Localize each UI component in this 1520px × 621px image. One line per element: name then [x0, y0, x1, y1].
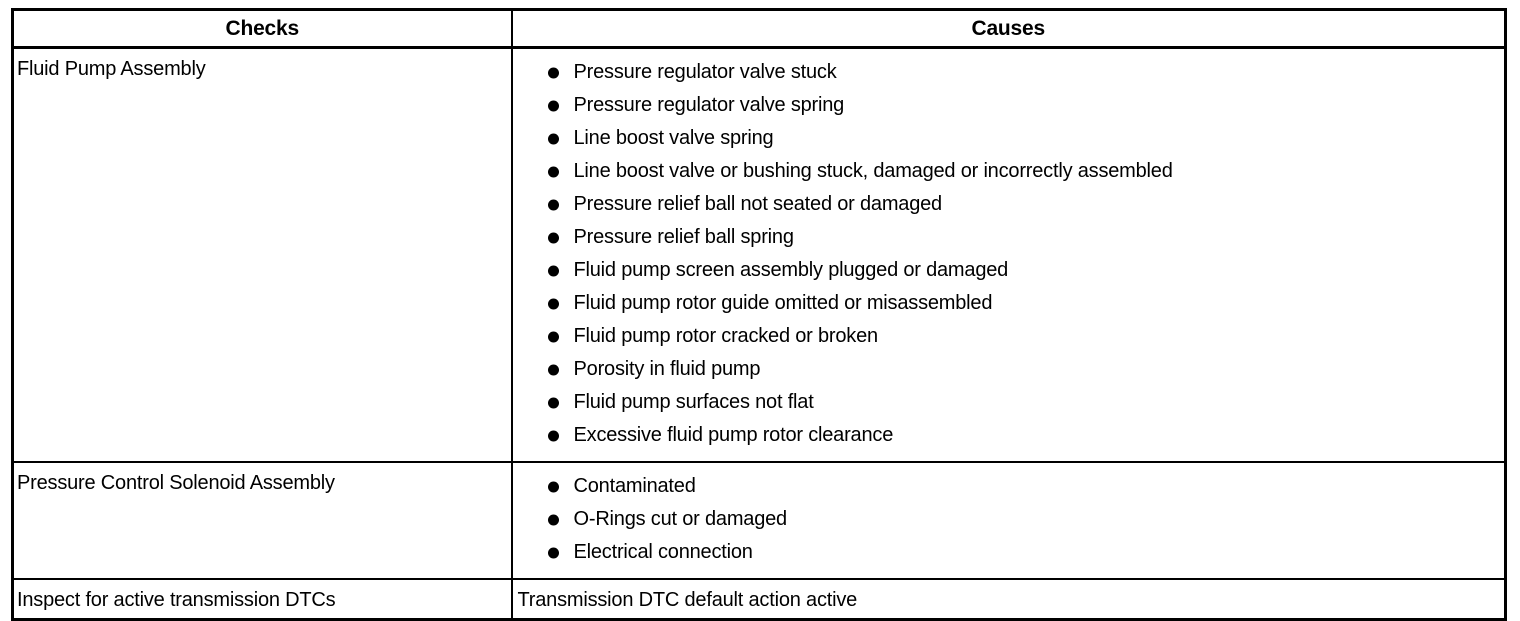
cause-item: Pressure regulator valve stuck [513, 56, 1501, 89]
check-cell: Fluid Pump Assembly [11, 46, 513, 463]
bullet-icon [547, 514, 559, 525]
cause-text: Line boost valve or bushing stuck, damag… [573, 160, 1173, 182]
causes-cell: Transmission DTC default action active [510, 578, 1507, 621]
bullet-icon [547, 481, 559, 492]
cause-text: Electrical connection [573, 541, 753, 563]
cause-text: Fluid pump screen assembly plugged or da… [573, 259, 1009, 281]
cause-text: Fluid pump rotor guide omitted or misass… [573, 292, 993, 314]
check-cell: Inspect for active transmission DTCs [11, 578, 513, 621]
cause-text: Pressure relief ball spring [573, 226, 794, 248]
cause-item: Contaminated [513, 470, 1501, 503]
cause-item: Line boost valve spring [513, 122, 1501, 155]
bullet-icon [547, 364, 559, 375]
cause-item: Fluid pump screen assembly plugged or da… [513, 254, 1501, 287]
cause-item: Fluid pump surfaces not flat [513, 386, 1501, 419]
cause-text: Pressure regulator valve stuck [573, 61, 837, 83]
cause-text: Excessive fluid pump rotor clearance [573, 424, 894, 446]
causes-column-header: Causes [510, 8, 1507, 49]
bullet-icon [547, 133, 559, 144]
bullet-icon [547, 265, 559, 276]
bullet-icon [547, 67, 559, 78]
cause-text: Porosity in fluid pump [573, 358, 761, 380]
bullet-icon [547, 397, 559, 408]
bullet-icon [547, 430, 559, 441]
cause-item: Pressure relief ball not seated or damag… [513, 188, 1501, 221]
bullet-icon [547, 547, 559, 558]
cause-text: Line boost valve spring [573, 127, 774, 149]
bullet-icon [547, 199, 559, 210]
cause-text: Fluid pump rotor cracked or broken [573, 325, 879, 347]
cause-item: Electrical connection [513, 536, 1501, 569]
bullet-icon [547, 331, 559, 342]
cause-text: Pressure relief ball not seated or damag… [573, 193, 943, 215]
check-cell: Pressure Control Solenoid Assembly [11, 461, 513, 580]
bullet-icon [547, 298, 559, 309]
cause-item: Excessive fluid pump rotor clearance [513, 419, 1501, 452]
cause-item: Pressure regulator valve spring [513, 89, 1501, 122]
bullet-icon [547, 232, 559, 243]
cause-text: Pressure regulator valve spring [573, 94, 845, 116]
cause-text: Contaminated [573, 475, 696, 497]
cause-item: Fluid pump rotor guide omitted or misass… [513, 287, 1501, 320]
cause-text: Transmission DTC default action active [517, 589, 858, 611]
cause-item: Porosity in fluid pump [513, 353, 1501, 386]
cause-item: Fluid pump rotor cracked or broken [513, 320, 1501, 353]
header-row: Checks Causes [11, 8, 1507, 49]
checks-column-header: Checks [11, 8, 513, 49]
cause-item: Line boost valve or bushing stuck, damag… [513, 155, 1501, 188]
cause-text: O-Rings cut or damaged [573, 508, 788, 530]
bullet-icon [547, 100, 559, 111]
cause-text: Fluid pump surfaces not flat [573, 391, 814, 413]
cause-item: Pressure relief ball spring [513, 221, 1501, 254]
cause-item: O-Rings cut or damaged [513, 503, 1501, 536]
bullet-icon [547, 166, 559, 177]
